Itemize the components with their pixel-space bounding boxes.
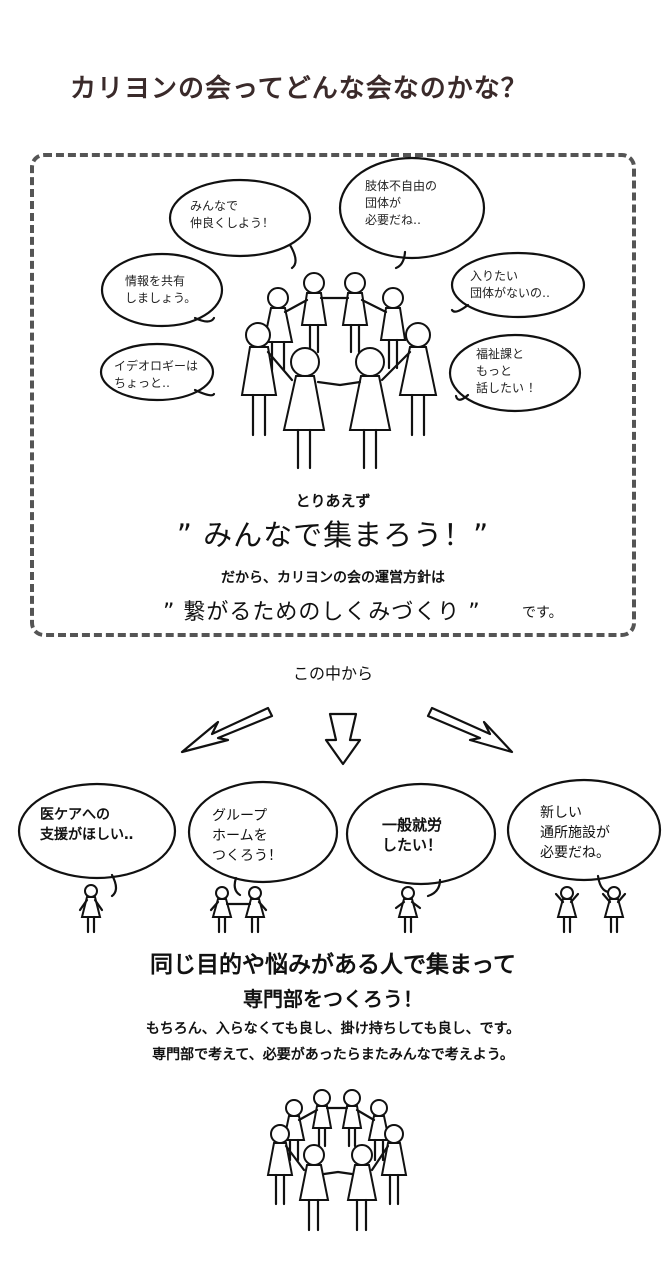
bottom-line-1: 同じ目的や悩みがある人で集まって <box>0 945 666 979</box>
message-line-3: だから、カリヨンの会の運営方針は <box>0 567 666 587</box>
bubble-text-friendly: みんなで 仲良くしよう！ <box>190 198 274 232</box>
arrow-down <box>326 714 360 764</box>
bubble-text-share-info: 情報を共有 しましょう。 <box>125 273 196 307</box>
group-text-group-home: グループ ホームを つくろう！ <box>212 806 282 866</box>
bottom-line-4: 専門部で考えて、必要があったらまたみんなで考えよう。 <box>0 1044 666 1064</box>
group-text-employment: 一般就労 したい！ <box>382 815 442 855</box>
bubble-text-no-group: 入りたい 団体がないの‥ <box>470 268 550 302</box>
message-line-4-suffix: です。 <box>522 602 563 622</box>
bubble-text-welfare: 福祉課と もっと 話したい ！ <box>476 346 540 397</box>
group-text-new-facility: 新しい 通所施設が 必要だね。 <box>540 803 610 863</box>
people-circle-bottom <box>268 1090 406 1230</box>
from-here-label: この中から <box>0 660 666 684</box>
message-line-2: ” みんなで集まろう！” <box>0 512 666 554</box>
message-line-4: ” 繋がるためのしくみづくり ” <box>163 594 481 626</box>
message-line-1: とりあえず <box>0 490 666 511</box>
bubble-text-ideology: イデオロギーは ちょっと‥ <box>114 358 198 392</box>
people-circle-top <box>242 273 436 468</box>
bottom-line-2: 専門部をつくろう！ <box>0 983 666 1012</box>
arrow-right <box>428 708 512 752</box>
arrows <box>182 708 512 764</box>
small-people <box>80 885 625 932</box>
arrow-left <box>182 708 272 752</box>
bubble-text-disability-group: 肢体不自由の 団体が 必要だね‥ <box>365 178 437 229</box>
bottom-line-3: もちろん、入らなくても良し、掛け持ちしても良し、です。 <box>0 1018 666 1038</box>
group-text-medical-care: 医ケアへの 支援がほしい‥ <box>40 805 133 845</box>
